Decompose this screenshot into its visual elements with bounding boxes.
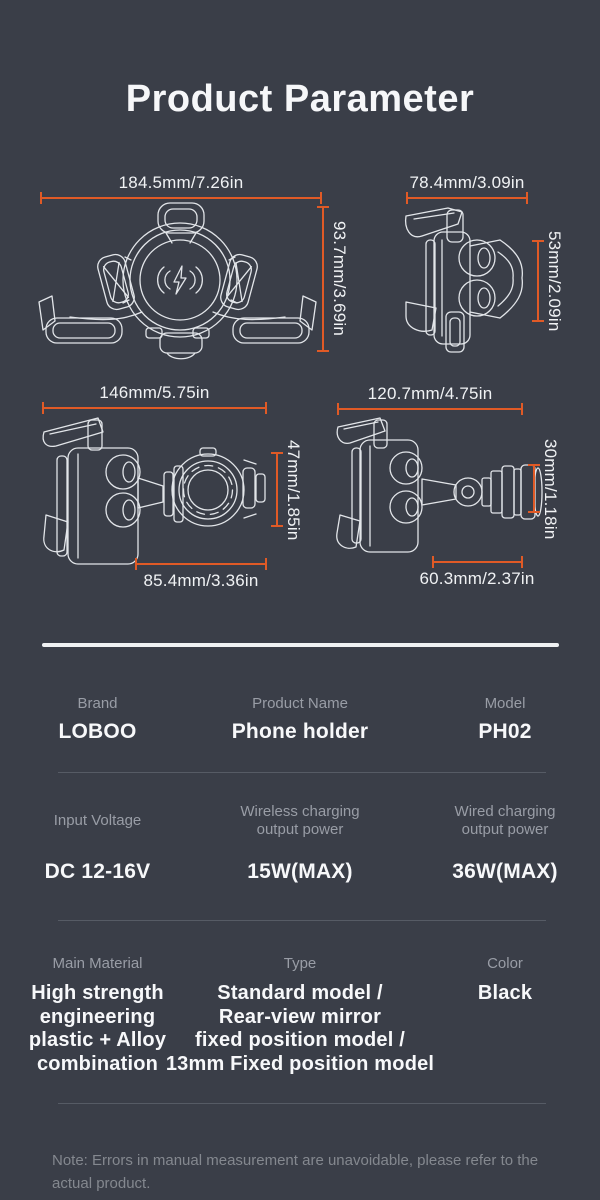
spec-label: Model <box>484 695 526 712</box>
spec-value: Standard model / Rear-view mirror fixed … <box>165 982 435 1075</box>
dimension-line-width-mirror <box>337 403 523 415</box>
dimension-line-height-side <box>532 240 544 322</box>
dimension-label-width-mirror: 120.7mm/4.75in <box>367 384 493 403</box>
dimension-line-bottom-top <box>135 558 267 570</box>
spec-cell-wired-power: Wired charging output power 36W(MAX) <box>430 803 580 885</box>
spec-label: Product Name <box>252 695 348 712</box>
top-view-drawing <box>30 410 280 570</box>
dimension-label-height-mirror: 30mm/1.18in <box>541 438 560 540</box>
dimension-line-width-front <box>40 192 322 204</box>
spec-cell-main-material: Main Material High strength engineering … <box>25 955 170 1076</box>
row-divider <box>58 920 546 921</box>
mirror-mount-drawing <box>330 415 570 565</box>
dimension-line-height-front <box>317 206 329 352</box>
dimension-line-height-top <box>271 452 283 527</box>
measurement-note: Note: Errors in manual measurement are u… <box>52 1152 539 1193</box>
dimension-line-width-side <box>406 192 528 204</box>
spec-value: PH02 <box>478 720 532 743</box>
dimension-line-height-mirror <box>528 464 540 513</box>
spec-value: Phone holder <box>231 720 369 743</box>
spec-label: Input Voltage <box>53 812 142 829</box>
spec-value: LOBOO <box>58 720 137 743</box>
spec-value: High strength engineering plastic + Allo… <box>28 982 167 1075</box>
spec-value: 36W(MAX) <box>452 860 558 883</box>
spec-value: DC 12-16V <box>44 860 151 883</box>
spec-cell-product-name: Product Name Phone holder <box>170 695 430 745</box>
spec-row-power: Input Voltage DC 12-16V Wireless chargin… <box>25 803 580 885</box>
spec-label: Type <box>283 955 317 972</box>
spec-row-identity: Brand LOBOO Product Name Phone holder Mo… <box>25 695 580 745</box>
dimension-line-bottom-mirror <box>432 556 523 568</box>
dimension-label-bottom-top: 85.4mm/3.36in <box>143 571 259 590</box>
spec-label: Wired charging output power <box>454 803 556 838</box>
dimension-label-width-side: 78.4mm/3.09in <box>409 173 525 192</box>
dimension-label-height-top: 47mm/1.85in <box>284 439 303 541</box>
spec-value: Black <box>477 982 533 1004</box>
dimension-line-width-top <box>42 402 267 414</box>
spec-label: Wireless charging output power <box>240 803 360 838</box>
dimension-label-width-front: 184.5mm/7.26in <box>118 173 244 192</box>
page-title: Product Parameter <box>125 78 475 120</box>
spec-cell-wireless-power: Wireless charging output power 15W(MAX) <box>170 803 430 885</box>
spec-cell-brand: Brand LOBOO <box>25 695 170 745</box>
dimension-label-height-front: 93.7mm/3.69in <box>330 221 349 337</box>
spec-cell-input-voltage: Input Voltage DC 12-16V <box>25 804 170 885</box>
spec-label: Brand <box>77 695 118 712</box>
side-view-drawing <box>400 202 560 360</box>
wireless-charging-icon <box>158 266 203 294</box>
row-divider <box>58 772 546 773</box>
spec-label: Color <box>487 955 523 972</box>
row-divider <box>58 1103 546 1104</box>
spec-cell-color: Color Black <box>430 955 580 1076</box>
section-divider <box>42 643 559 647</box>
spec-label: Main Material <box>52 955 143 972</box>
dimension-label-width-top: 146mm/5.75in <box>99 383 210 402</box>
dimension-label-height-side: 53mm/2.09in <box>545 230 564 332</box>
spec-cell-model: Model PH02 <box>430 695 580 745</box>
spec-value: 15W(MAX) <box>247 860 353 883</box>
spec-row-material: Main Material High strength engineering … <box>25 955 580 1076</box>
spec-cell-type: Type Standard model / Rear-view mirror f… <box>166 955 434 1076</box>
front-view-drawing <box>30 200 325 360</box>
dimension-label-bottom-mirror: 60.3mm/2.37in <box>419 569 535 588</box>
